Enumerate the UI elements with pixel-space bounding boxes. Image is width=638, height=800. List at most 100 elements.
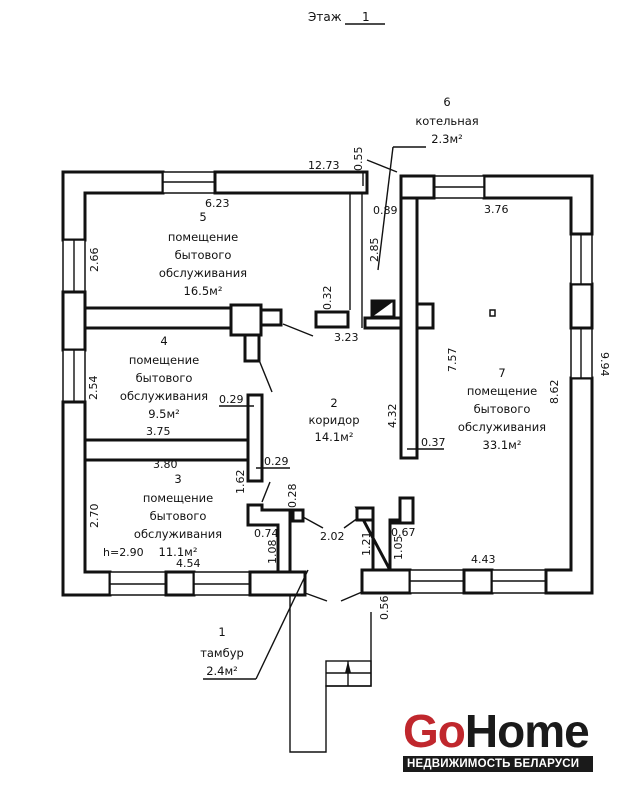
dim-3-80: 3.80 <box>153 458 178 471</box>
room7-name-3: обслуживания <box>458 420 546 434</box>
room4-name-2: бытового <box>136 371 193 385</box>
dim-6-23: 6.23 <box>205 197 230 210</box>
wall-bottom-right-start <box>360 568 412 595</box>
dim-overall-depth: 9.94 <box>598 352 611 377</box>
room1-area: 2.4м² <box>206 664 238 678</box>
room2-area: 14.1м² <box>315 430 354 444</box>
boiler-wall-bottom <box>363 316 403 330</box>
dim-4-32: 4.32 <box>386 404 399 429</box>
room2-name: коридор <box>308 413 359 427</box>
dim-overall-width: 12.73 <box>308 159 340 172</box>
wall-stub-vest <box>291 508 305 523</box>
wall-bottom-pier-2 <box>462 568 494 595</box>
door-swing <box>261 481 271 503</box>
logo-go: Go <box>403 705 466 757</box>
door-swing <box>282 323 314 337</box>
room4-number: 4 <box>160 334 167 348</box>
room4-name-3: обслуживания <box>120 389 208 403</box>
dim-2-85: 2.85 <box>368 238 381 263</box>
room6-area: 2.3м² <box>431 132 463 146</box>
room6-number: 6 <box>443 95 450 109</box>
leader <box>377 146 394 271</box>
dim-8-62: 8.62 <box>548 380 561 405</box>
floor-label: Этаж <box>308 10 342 24</box>
dim-3-76: 3.76 <box>484 203 509 216</box>
dim-0-37: 0.37 <box>421 436 446 449</box>
wall-corridor-room7 <box>399 196 419 460</box>
room7-name-1: помещение <box>467 384 537 398</box>
wall-stub-vest-r <box>355 506 375 522</box>
entrance-arrow-icon <box>345 661 351 673</box>
room3-name-3: обслуживания <box>134 527 222 541</box>
room3-name-2: бытового <box>150 509 207 523</box>
column-room7 <box>415 302 435 330</box>
dim-0-28: 0.28 <box>286 484 299 509</box>
door-swing <box>258 359 273 393</box>
dim-3-23: 3.23 <box>334 331 359 344</box>
dim-0-67: 0.67 <box>391 526 416 539</box>
room5-name-2: бытового <box>175 248 232 262</box>
wall-vestibule-left <box>246 503 292 574</box>
wall-left-pier <box>61 290 87 352</box>
dim-1-08: 1.08 <box>266 540 279 565</box>
leader <box>366 159 398 173</box>
wall-top-left <box>61 170 165 242</box>
room5-name-3: обслуживания <box>159 266 247 280</box>
dim-0-29b: 0.29 <box>264 455 289 468</box>
dim-4-43: 4.43 <box>471 553 496 566</box>
wall-room4-room3 <box>83 438 250 462</box>
dim-0-32: 0.32 <box>321 286 334 311</box>
room7-area: 33.1м² <box>483 438 522 452</box>
wall-bottom-right <box>544 376 594 595</box>
room7-number: 7 <box>498 366 505 380</box>
dim-0-74: 0.74 <box>254 527 279 540</box>
logo-wordmark: GoHome <box>403 708 593 754</box>
dim-4-54: 4.54 <box>176 557 201 570</box>
gohome-logo[interactable]: GoHome НЕДВИЖИМОСТЬ БЕЛАРУСИ <box>403 708 593 772</box>
floor-number: 1 <box>362 10 370 24</box>
boiler-icon-fill <box>372 301 394 317</box>
room3-area: 11.1м² <box>159 545 198 559</box>
room5-area: 16.5м² <box>184 284 223 298</box>
dim-2-70: 2.70 <box>88 504 101 529</box>
wall-right-pier <box>569 282 594 330</box>
wall-vertical-room4 <box>246 393 264 483</box>
ceiling-height: h=2.90 <box>103 546 144 559</box>
room5-name-1: помещение <box>168 230 238 244</box>
door-swing <box>340 591 363 602</box>
room6-name: котельная <box>415 114 478 128</box>
leader <box>255 569 309 680</box>
door-swing <box>302 516 324 529</box>
dim-2-02: 2.02 <box>320 530 345 543</box>
dim-0-55: 0.55 <box>352 147 365 172</box>
room5-number: 5 <box>199 210 206 224</box>
wall-stub-2 <box>243 333 261 363</box>
dim-1-05: 1.05 <box>392 536 405 561</box>
wall-room5-room4 <box>83 306 233 330</box>
room3-name-1: помещение <box>143 491 213 505</box>
boiler-wall-stub <box>314 310 350 329</box>
logo-tagline: НЕДВИЖИМОСТЬ БЕЛАРУСИ <box>403 756 593 772</box>
room4-name-1: помещение <box>129 353 199 367</box>
dim-1-21: 1.21 <box>360 532 373 557</box>
room2-number: 2 <box>330 396 337 410</box>
dim-2-54: 2.54 <box>87 376 100 401</box>
wall-stub <box>259 308 283 327</box>
dim-3-75: 3.75 <box>146 425 171 438</box>
wall-top-boiler <box>399 174 436 200</box>
logo-home: Home <box>464 705 590 757</box>
column <box>229 303 263 337</box>
dim-7-57: 7.57 <box>446 348 459 373</box>
room3-number: 3 <box>174 472 181 486</box>
dim-0-89: 0.89 <box>373 204 398 217</box>
door-swing <box>304 592 328 602</box>
room7-name-2: бытового <box>474 402 531 416</box>
wall-bottom-left <box>61 400 112 597</box>
wall-bottom-pier-1 <box>164 570 196 597</box>
column-marker <box>489 309 496 317</box>
room4-area: 9.5м² <box>148 407 180 421</box>
dim-0-29a: 0.29 <box>219 393 244 406</box>
dim-0-56: 0.56 <box>378 596 391 621</box>
dim-1-62: 1.62 <box>234 470 247 495</box>
